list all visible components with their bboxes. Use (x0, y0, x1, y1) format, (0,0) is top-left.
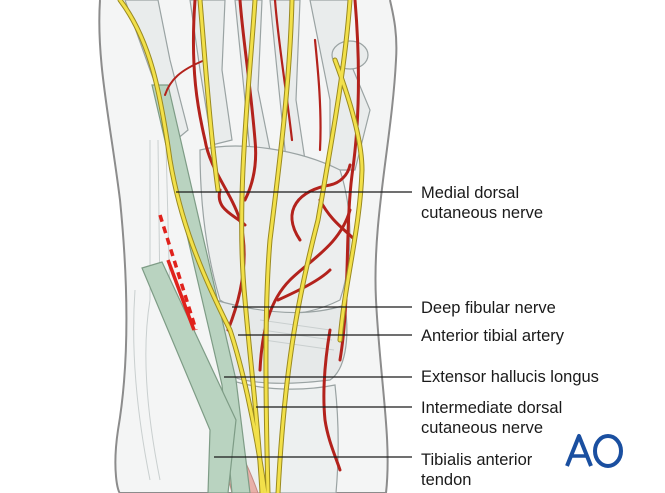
label-intermediate-dorsal-cutaneous-nerve: Intermediate dorsal cutaneous nerve (421, 398, 562, 438)
label-line: Intermediate dorsal (421, 399, 563, 417)
label-anterior-tibial-artery: Anterior tibial artery (421, 326, 564, 346)
leader-lines (176, 191, 412, 458)
label-line: Anterior tibial artery (421, 327, 565, 345)
incision-marks (158, 214, 198, 331)
label-line: Tibialis anterior (421, 451, 533, 469)
ao-logo (565, 434, 623, 468)
label-line: cutaneous nerve (421, 419, 544, 437)
label-line: Extensor hallucis longus (421, 368, 599, 386)
tibialis-anterior-tendon (141, 261, 237, 493)
label-tibialis-anterior-tendon: Tibialis anterior tendon (421, 450, 532, 490)
label-line: Deep fibular nerve (421, 299, 556, 317)
label-medial-dorsal-cutaneous-nerve: Medial dorsal cutaneous nerve (421, 183, 543, 223)
label-extensor-hallucis-longus: Extensor hallucis longus (421, 367, 599, 387)
label-line: cutaneous nerve (421, 204, 544, 222)
label-line: Medial dorsal (421, 184, 520, 202)
label-line: tendon (421, 471, 472, 489)
nerves-fill (118, 0, 364, 493)
label-deep-fibular-nerve: Deep fibular nerve (421, 298, 556, 318)
